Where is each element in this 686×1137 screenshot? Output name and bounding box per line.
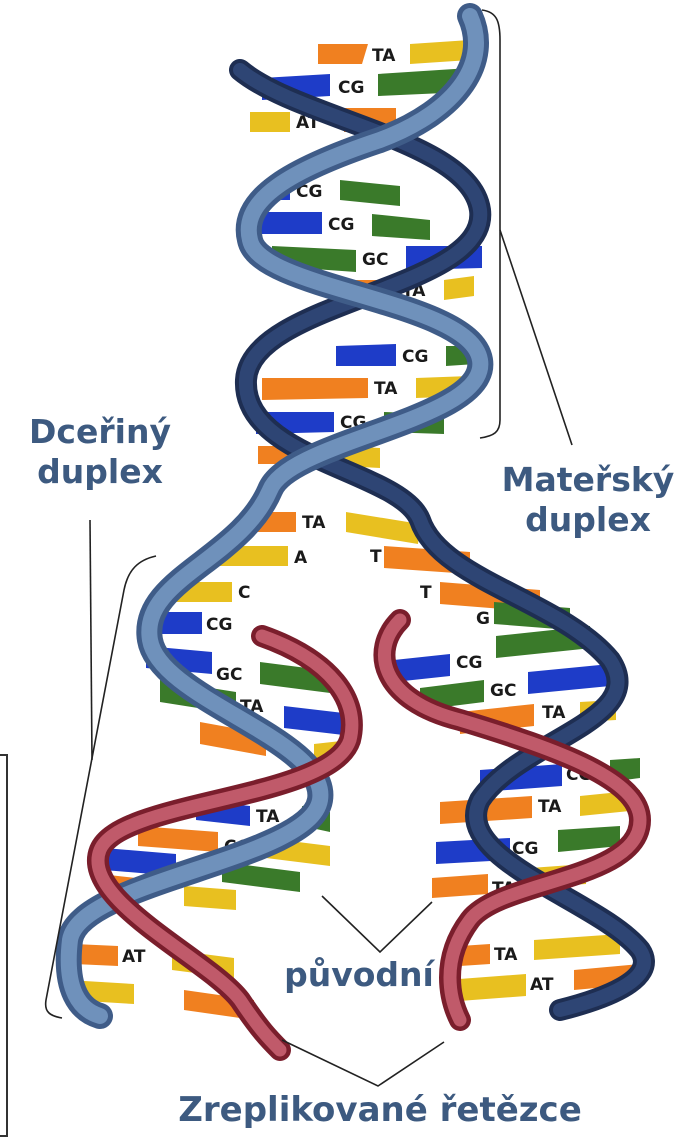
original-strands-label: původní xyxy=(284,955,434,994)
base-pair-label: A xyxy=(294,548,308,568)
base-pair-label: AT xyxy=(530,975,554,995)
base-pair-rung: TA xyxy=(318,40,470,66)
base-pair-label: CG xyxy=(402,347,428,367)
base-pair-rung: TA xyxy=(250,512,420,544)
base-pair-label: TA xyxy=(494,945,518,965)
base-pair-label: TA xyxy=(302,513,326,533)
base-pair-label: TA xyxy=(372,46,396,66)
parent-duplex-label-line2: duplex xyxy=(525,500,651,539)
side-panel-edge xyxy=(0,754,8,1137)
daughter-duplex-label-line1: Dceřiný xyxy=(29,412,171,451)
parent-duplex-label-line1: Mateřský xyxy=(501,460,675,499)
base-pair-label: T xyxy=(420,583,432,603)
original-strands-leader xyxy=(321,895,433,954)
daughter-duplex-leader xyxy=(89,519,93,761)
base-pair-label: CG xyxy=(328,215,354,235)
base-pair-rung: CG xyxy=(336,344,476,367)
base-pair-label: CG xyxy=(456,653,482,673)
base-pair-label: G xyxy=(476,609,490,629)
base-pair-label: GC xyxy=(362,250,388,270)
base-pair-label: TA xyxy=(374,379,398,399)
replicated-strands xyxy=(87,609,652,1061)
daughter-duplex-label: Dceřiný duplex xyxy=(12,412,188,492)
base-pair-label: TA xyxy=(542,703,566,723)
annotation-lines xyxy=(44,9,573,1087)
base-pair-label: GC xyxy=(490,681,516,701)
base-pair-label: CG xyxy=(296,182,322,202)
daughter-duplex-bracket xyxy=(44,555,157,1019)
base-pair-label: CG xyxy=(206,615,232,635)
parent-duplex-label: Mateřský duplex xyxy=(490,460,686,540)
daughter-duplex-label-line2: duplex xyxy=(37,452,163,491)
base-pair-label: AT xyxy=(122,947,146,967)
base-pair-rung: CG xyxy=(252,212,430,240)
base-pair-label: CG xyxy=(338,78,364,98)
base-pair-rung: TA xyxy=(460,934,620,966)
parent-duplex-leader xyxy=(499,229,573,446)
base-pair-label: GC xyxy=(216,665,242,685)
base-pair-label: TA xyxy=(538,797,562,817)
base-pair-label: CG xyxy=(512,839,538,859)
base-pair-label: T xyxy=(370,547,382,567)
base-pair-label: TA xyxy=(256,807,280,827)
replicated-strands-label: Zreplikované řetězce xyxy=(178,1090,582,1130)
base-pair-label: C xyxy=(238,583,250,603)
replicated-strands-leader xyxy=(281,1039,445,1087)
